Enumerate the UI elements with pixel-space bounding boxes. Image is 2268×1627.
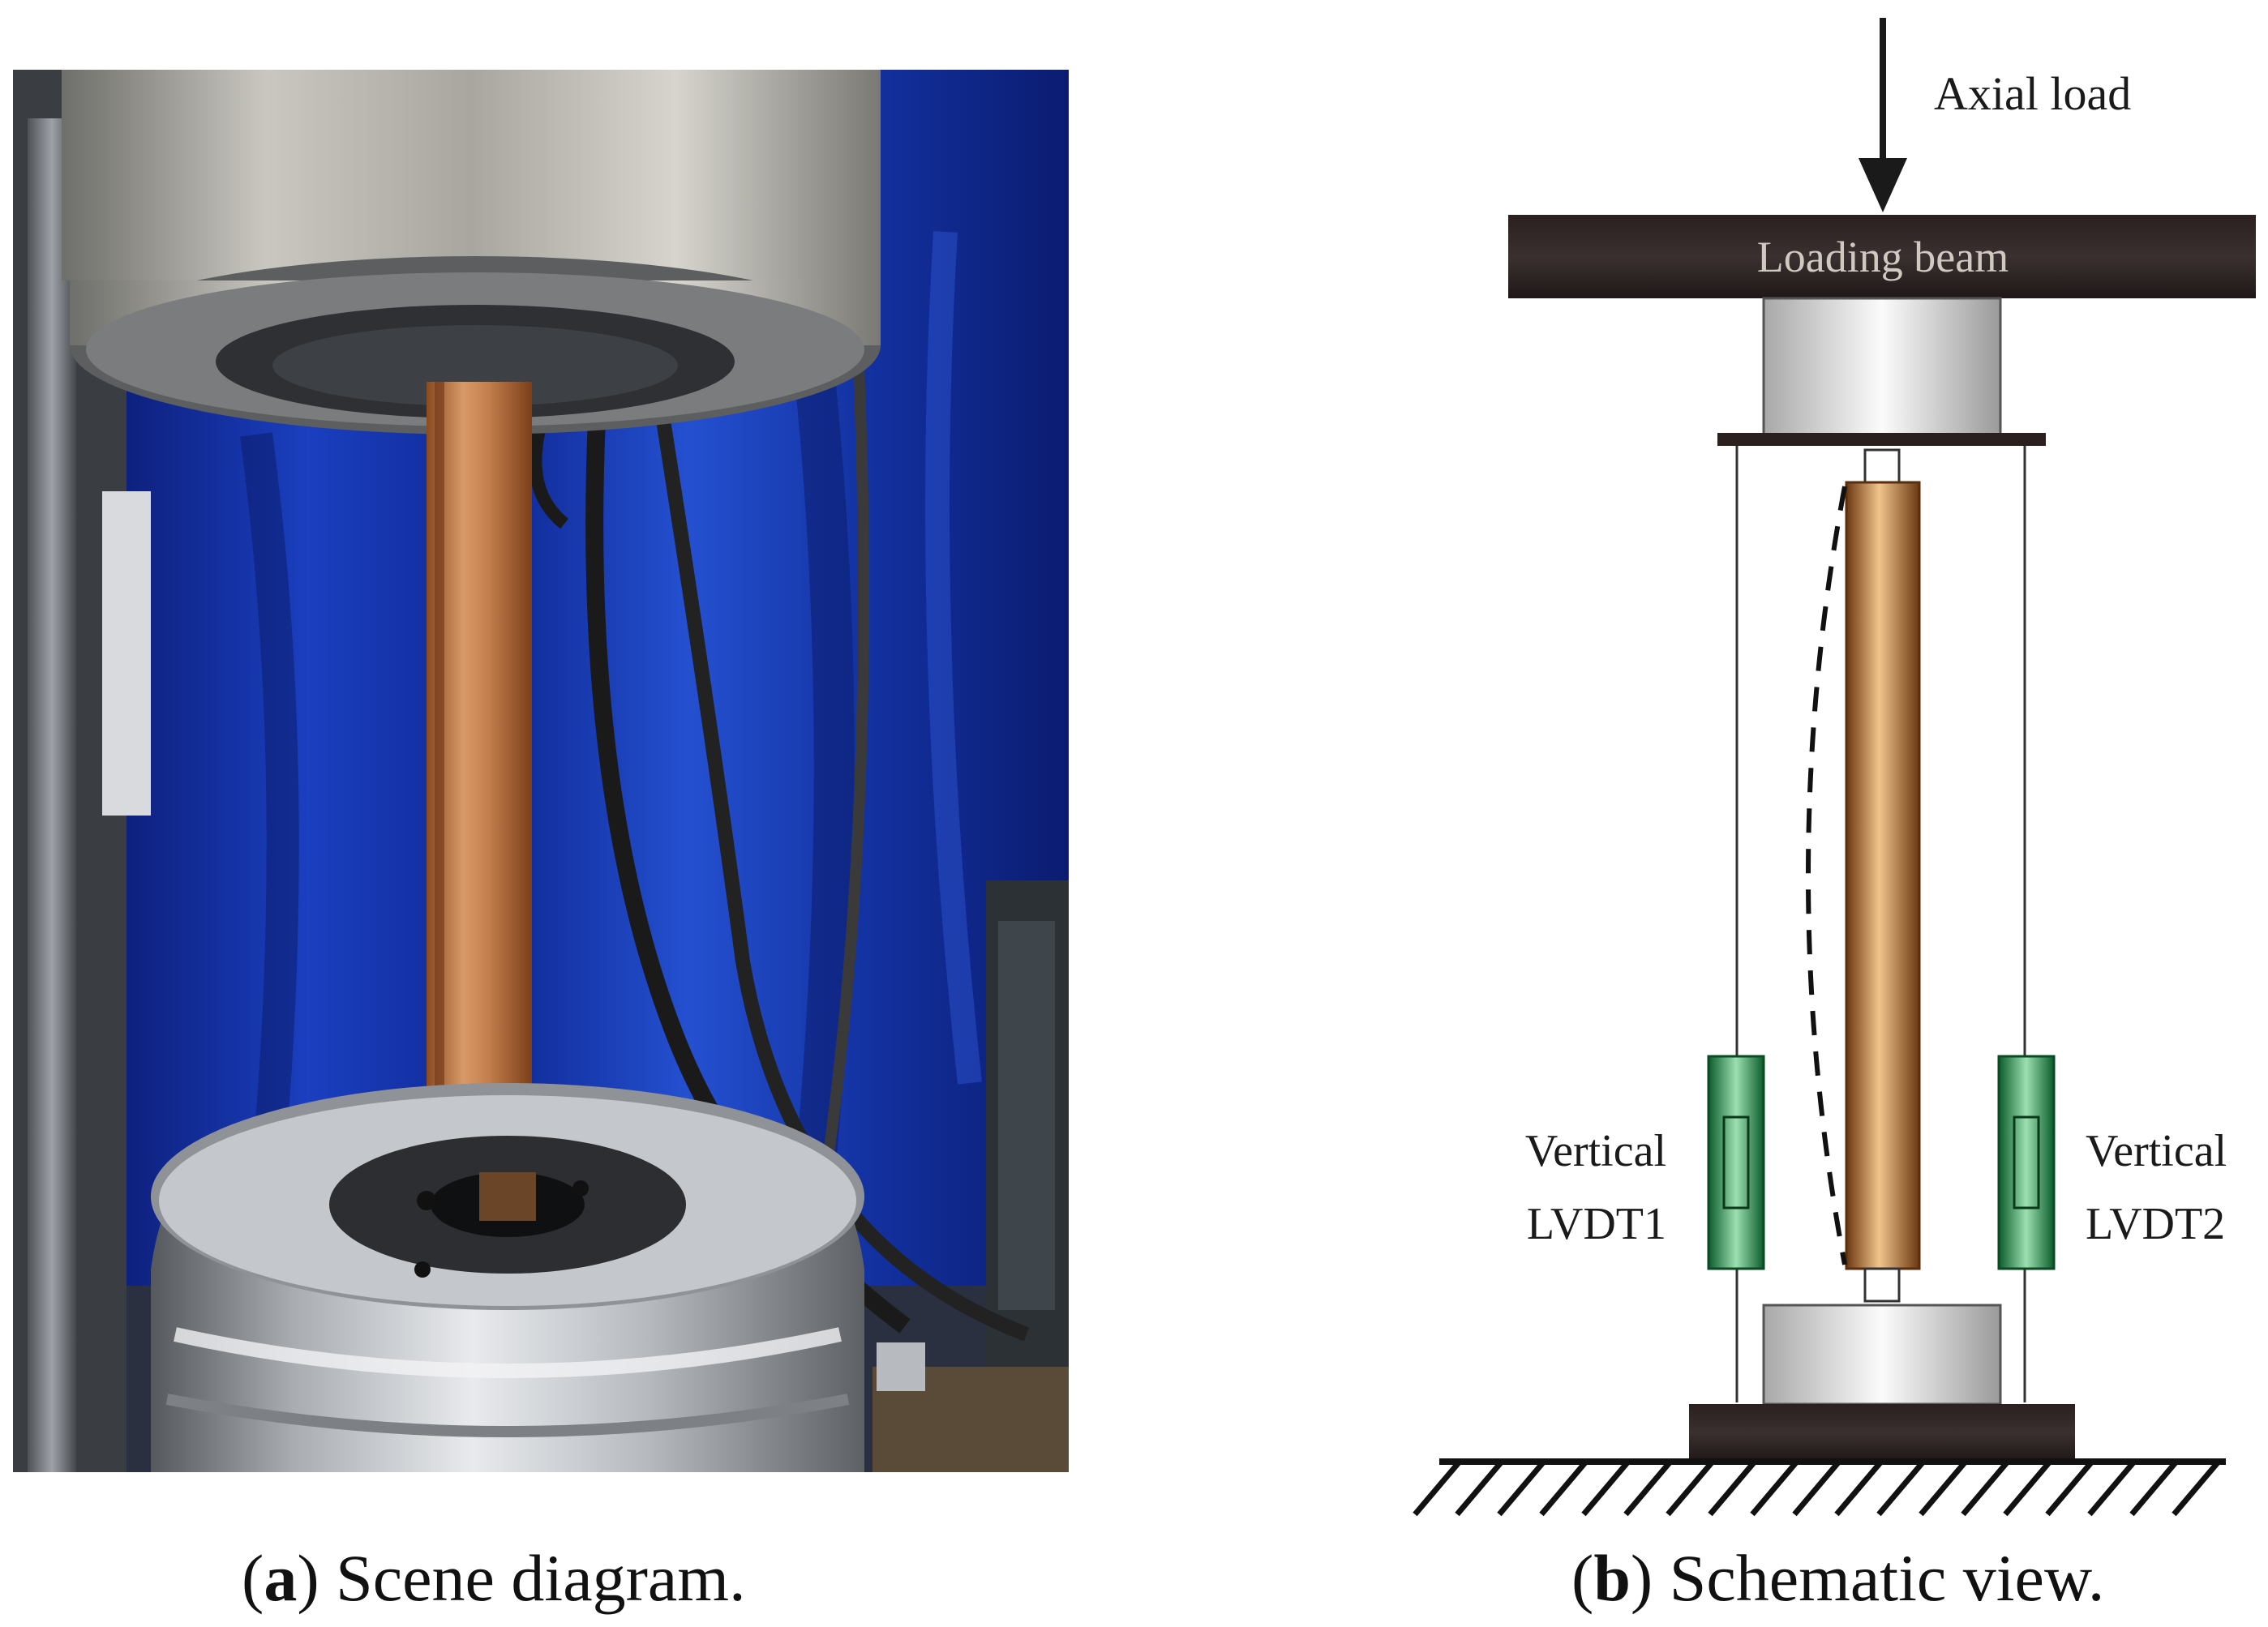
upper-loading-head xyxy=(62,70,881,280)
hatch-line xyxy=(1792,1459,1841,1517)
hatch-line xyxy=(1581,1459,1631,1517)
lvdt1-sensor xyxy=(1707,1055,1765,1270)
hatch-line xyxy=(2087,1459,2137,1517)
hatch-line xyxy=(1919,1459,1968,1517)
caption-b-text: Schematic view. xyxy=(1669,1541,2105,1615)
caption-a-letter: a xyxy=(264,1541,298,1615)
hatch-line xyxy=(2129,1459,2179,1517)
specimen-column xyxy=(1845,481,1921,1270)
panel-a-photo xyxy=(13,70,1069,1472)
hatch-line xyxy=(1961,1459,2010,1517)
ground-hatching xyxy=(1413,1459,2221,1517)
panel-b-schematic: Axial load Loading beam Vertical LVDT1 V… xyxy=(1411,0,2268,1524)
hatch-line xyxy=(1876,1459,1926,1517)
hatch-line xyxy=(1455,1459,1504,1517)
lvdt2-label-line1: Vertical xyxy=(2086,1126,2227,1176)
lvdt1-label-line2: LVDT1 xyxy=(1527,1199,1666,1249)
lvdt2-sensor xyxy=(1997,1055,2056,1270)
buckling-mode-curve xyxy=(1806,486,1847,1265)
hatch-line xyxy=(1834,1459,1884,1517)
axial-load-arrowhead xyxy=(1859,158,1907,212)
hatch-line xyxy=(1666,1459,1715,1517)
hatch-line xyxy=(1750,1459,1799,1517)
hatch-line xyxy=(2003,1459,2052,1517)
upper-platen xyxy=(1762,297,2002,439)
hatch-line xyxy=(1497,1459,1546,1517)
caption-a: (a) Scene diagram. xyxy=(242,1541,746,1615)
hatch-line xyxy=(1708,1459,1757,1517)
caption-b-letter: b xyxy=(1593,1541,1631,1615)
upper-bracket-plate xyxy=(1717,433,2046,446)
lower-platen xyxy=(1762,1304,2002,1406)
loading-beam-label: Loading beam xyxy=(1757,233,2009,281)
lower-connector xyxy=(1863,1267,1901,1303)
lvdt1-label-line1: Vertical xyxy=(1525,1126,1666,1176)
hatch-line xyxy=(1413,1459,1462,1517)
axial-load-label: Axial load xyxy=(1934,67,2131,120)
machine-pillar xyxy=(28,118,76,1472)
hatch-line xyxy=(2172,1459,2221,1517)
hatch-line xyxy=(1539,1459,1588,1517)
schematic-svg: Axial load Loading beam Vertical LVDT1 V… xyxy=(1413,18,2256,1517)
upper-connector xyxy=(1863,448,1901,484)
test-rig-photo xyxy=(13,70,1069,1472)
caption-b: (b) Schematic view. xyxy=(1571,1541,2105,1615)
base-support xyxy=(1689,1404,2075,1461)
lvdt2-label-line2: LVDT2 xyxy=(2086,1199,2225,1249)
caption-a-text: Scene diagram. xyxy=(336,1541,746,1615)
hatch-line xyxy=(2045,1459,2094,1517)
hatch-line xyxy=(1623,1459,1673,1517)
loading-beam xyxy=(1508,215,2256,298)
